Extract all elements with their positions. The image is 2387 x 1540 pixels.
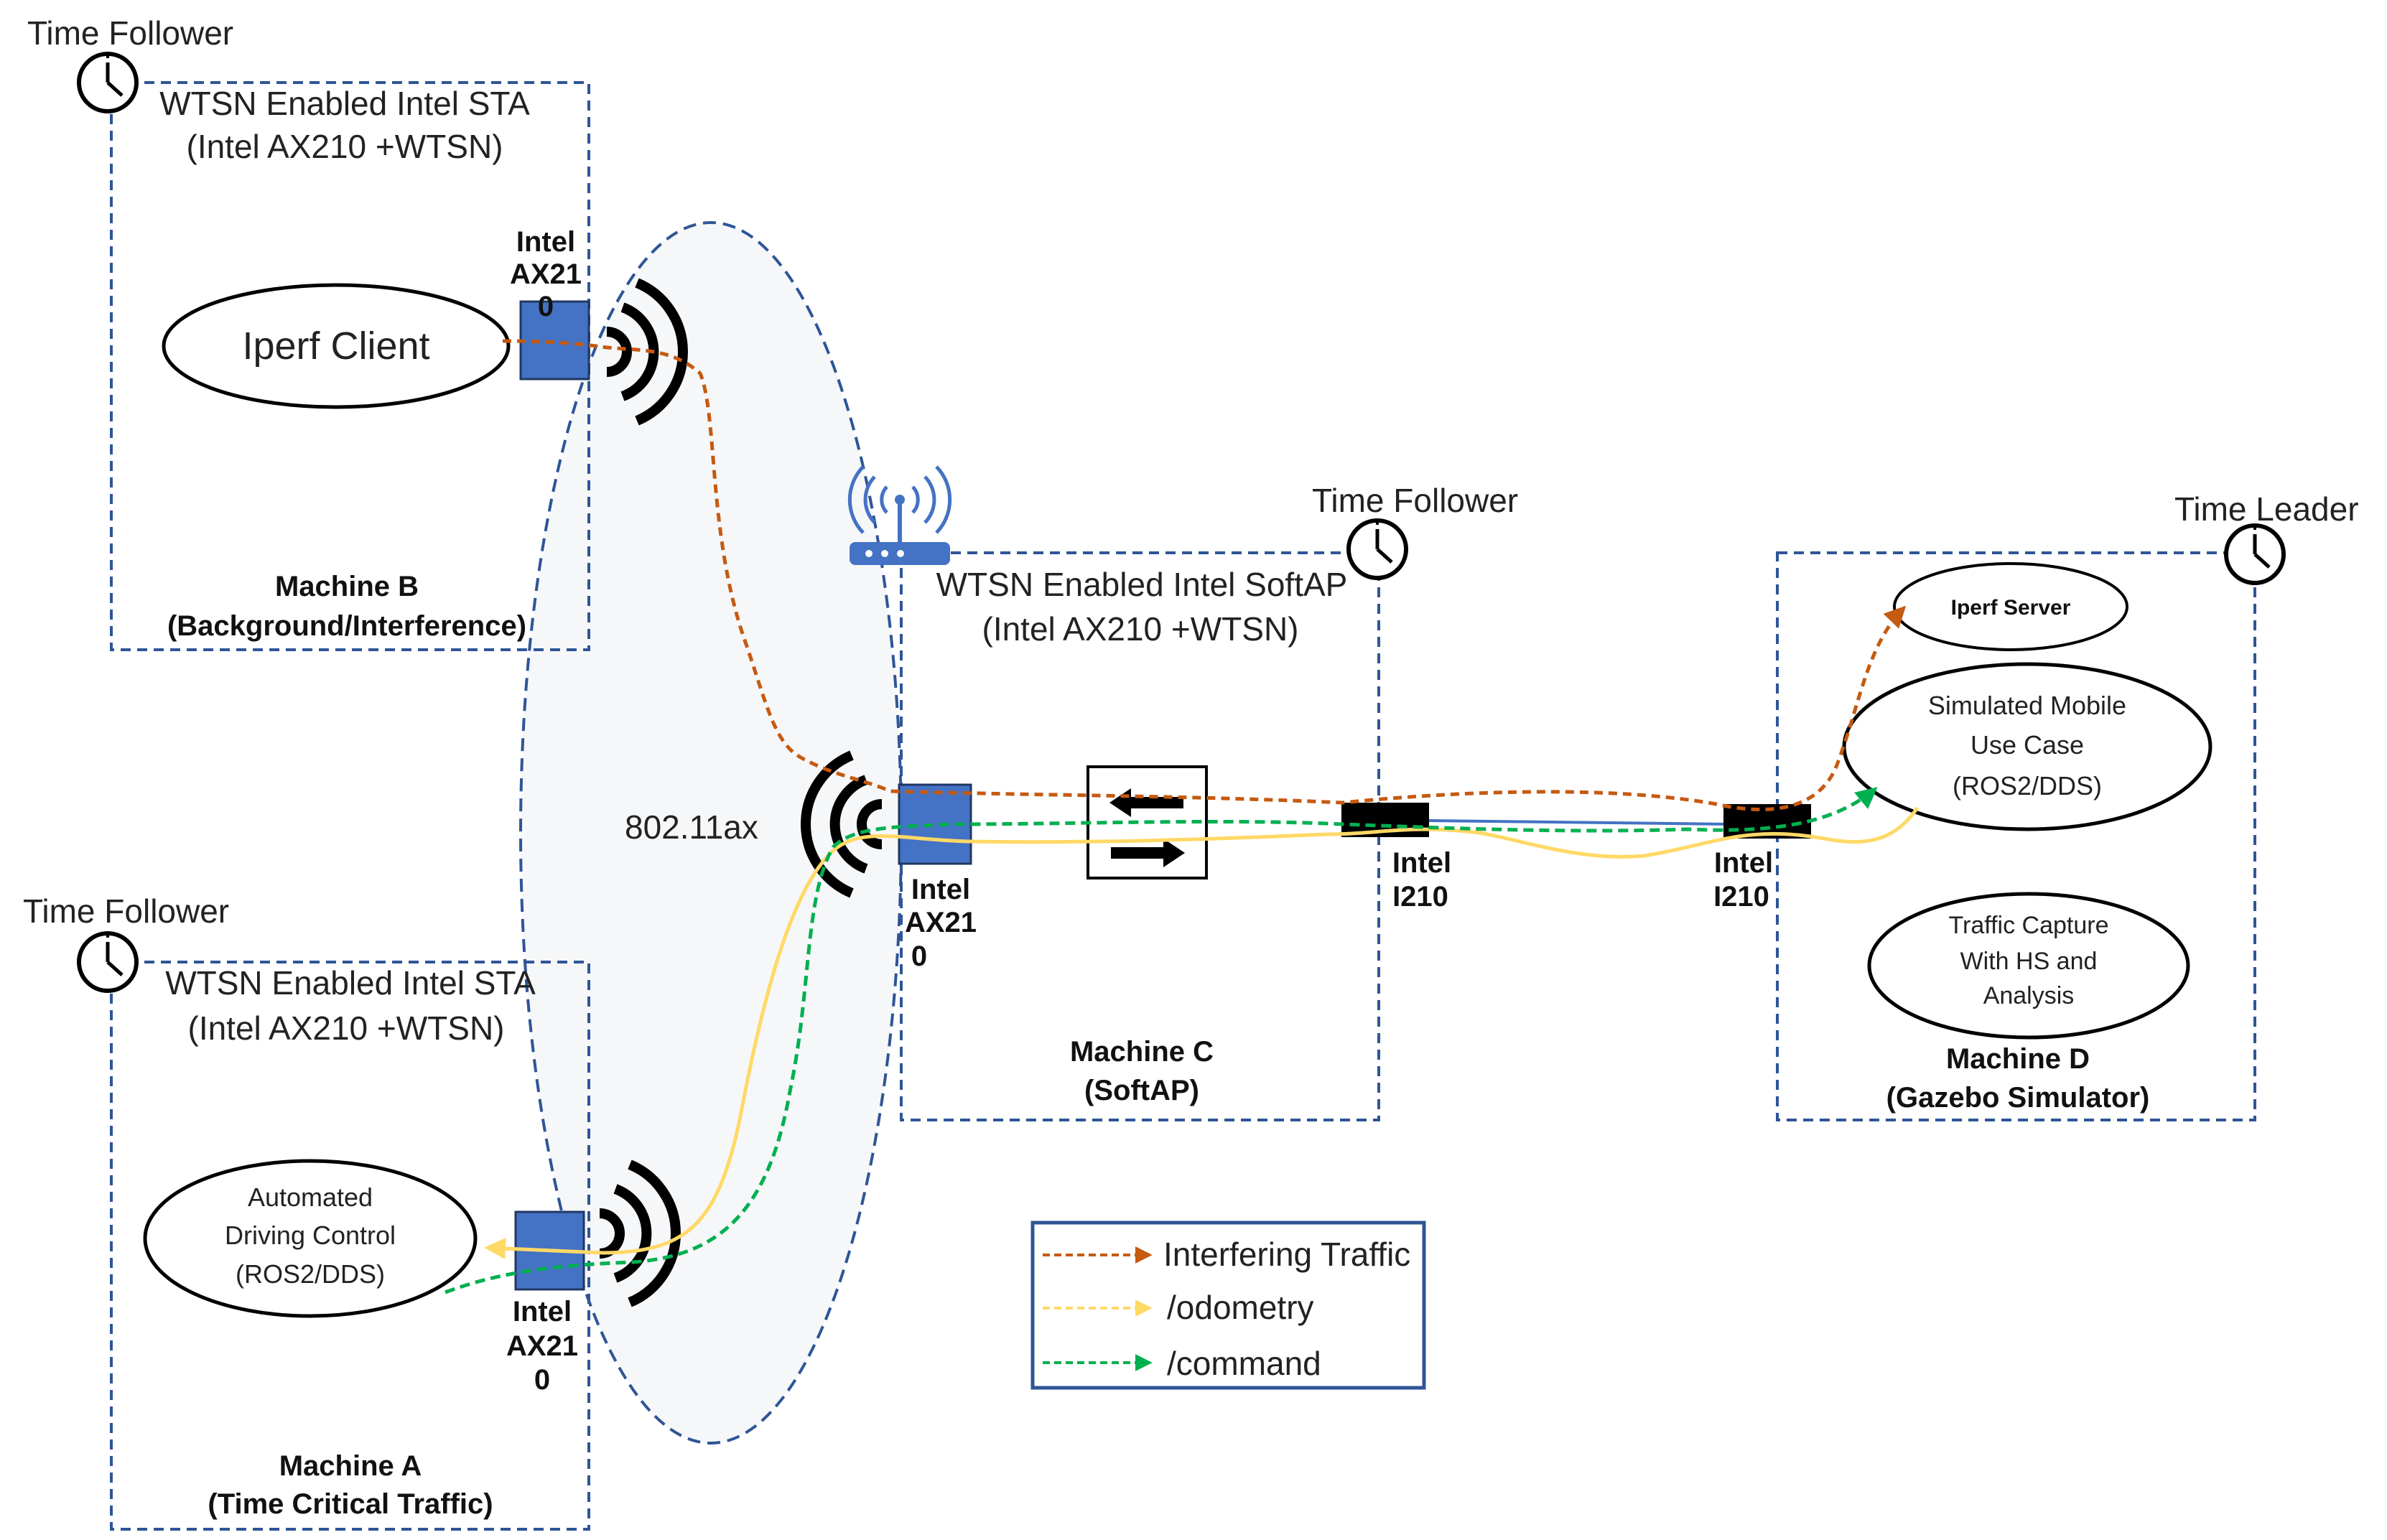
legend-box: [1030, 1221, 1426, 1390]
nic-label-intel-c: Intel: [911, 874, 970, 905]
nic-label-i210-c: I210: [1392, 881, 1448, 913]
router-icon: [847, 465, 952, 565]
nic-label-intel-i210-c: Intel: [1392, 847, 1451, 879]
nic-label-intel-b: Intel: [516, 226, 575, 258]
clock-icon-machine-d: [2226, 526, 2284, 583]
bridge-switch-icon: [1087, 765, 1208, 879]
legend-item-odometry: /odometry: [1043, 1289, 1314, 1326]
machine-c-role: (SoftAP): [1084, 1075, 1199, 1106]
time-follower-label-c: Time Follower: [1312, 482, 1518, 519]
machine-a-name: Machine A: [279, 1450, 422, 1482]
sim-label-line-3: (ROS2/DDS): [1953, 771, 2102, 801]
time-follower-label-b: Time Follower: [27, 14, 233, 52]
machine-b-role: (Background/Interference): [167, 610, 526, 642]
interfering-traffic-path: [502, 339, 1907, 811]
machine-a-role: (Time Critical Traffic): [208, 1488, 493, 1520]
machine-c-title: WTSN Enabled Intel SoftAP: [936, 566, 1348, 603]
iperf-client-node: [162, 283, 511, 409]
machine-b-subtitle: (Intel AX210 +WTSN): [187, 128, 503, 165]
adc-label-line-1: Automated: [248, 1182, 373, 1212]
legend-label-command: /command: [1167, 1345, 1321, 1382]
capture-label-line-2: With HS and: [1960, 948, 2098, 975]
machine-a-box: [110, 961, 590, 1531]
machine-a-subtitle: (Intel AX210 +WTSN): [188, 1009, 505, 1047]
machine-c-name: Machine C: [1070, 1036, 1214, 1068]
machine-c-subtitle: (Intel AX210 +WTSN): [982, 610, 1299, 648]
nic-label-ax21-a: AX21: [506, 1330, 578, 1362]
nic-label-i210-d: I210: [1713, 881, 1769, 913]
machine-a-title: WTSN Enabled Intel STA: [165, 964, 536, 1002]
time-leader-label-d: Time Leader: [2174, 490, 2359, 528]
nic-label-intel-a: Intel: [513, 1296, 572, 1327]
nic-label-zero-c: 0: [911, 941, 927, 972]
simulated-mobile-node: [1842, 662, 2212, 831]
iperf-server-label: Iperf Server: [1951, 596, 2071, 620]
legend-label-odometry: /odometry: [1167, 1289, 1314, 1326]
legend-item-interfering: Interfering Traffic: [1043, 1236, 1410, 1273]
legend-item-command: /command: [1043, 1345, 1321, 1382]
traffic-capture-node: [1867, 892, 2190, 1040]
wifi-standard-label: 802.11ax: [625, 808, 758, 846]
machine-d-name: Machine D: [1946, 1043, 2090, 1075]
adc-label-line-2: Driving Control: [225, 1221, 396, 1250]
iperf-client-label: Iperf Client: [242, 325, 429, 368]
machine-b-name: Machine B: [275, 571, 419, 602]
capture-label-line-3: Analysis: [1983, 982, 2075, 1009]
nic-label-ax21-b: AX21: [510, 258, 582, 290]
clock-icon-machine-b: [79, 54, 136, 111]
command-path: [445, 787, 1878, 1294]
sim-label-line-1: Simulated Mobile: [1928, 691, 2126, 720]
sim-label-line-2: Use Case: [1970, 730, 2084, 760]
automated-driving-control-node: [143, 1159, 478, 1318]
legend-label-interfering: Interfering Traffic: [1163, 1236, 1410, 1273]
clock-icon-machine-a: [79, 933, 136, 991]
machine-d-role: (Gazebo Simulator): [1886, 1082, 2150, 1114]
nic-label-intel-i210-d: Intel: [1714, 847, 1773, 879]
nic-ax210-machine-b: [519, 300, 590, 381]
wired-link: [1428, 819, 1731, 826]
time-follower-label-a: Time Follower: [23, 892, 229, 930]
nic-label-ax21-c: AX21: [905, 907, 977, 938]
nic-label-zero-a: 0: [534, 1364, 550, 1396]
adc-label-line-3: (ROS2/DDS): [236, 1259, 385, 1289]
nic-label-zero-b: 0: [538, 291, 554, 322]
machine-b-title: WTSN Enabled Intel STA: [159, 85, 530, 122]
odometry-path: [484, 806, 1920, 1260]
clock-icon-machine-c: [1349, 521, 1406, 578]
capture-label-line-1: Traffic Capture: [1949, 912, 2109, 939]
